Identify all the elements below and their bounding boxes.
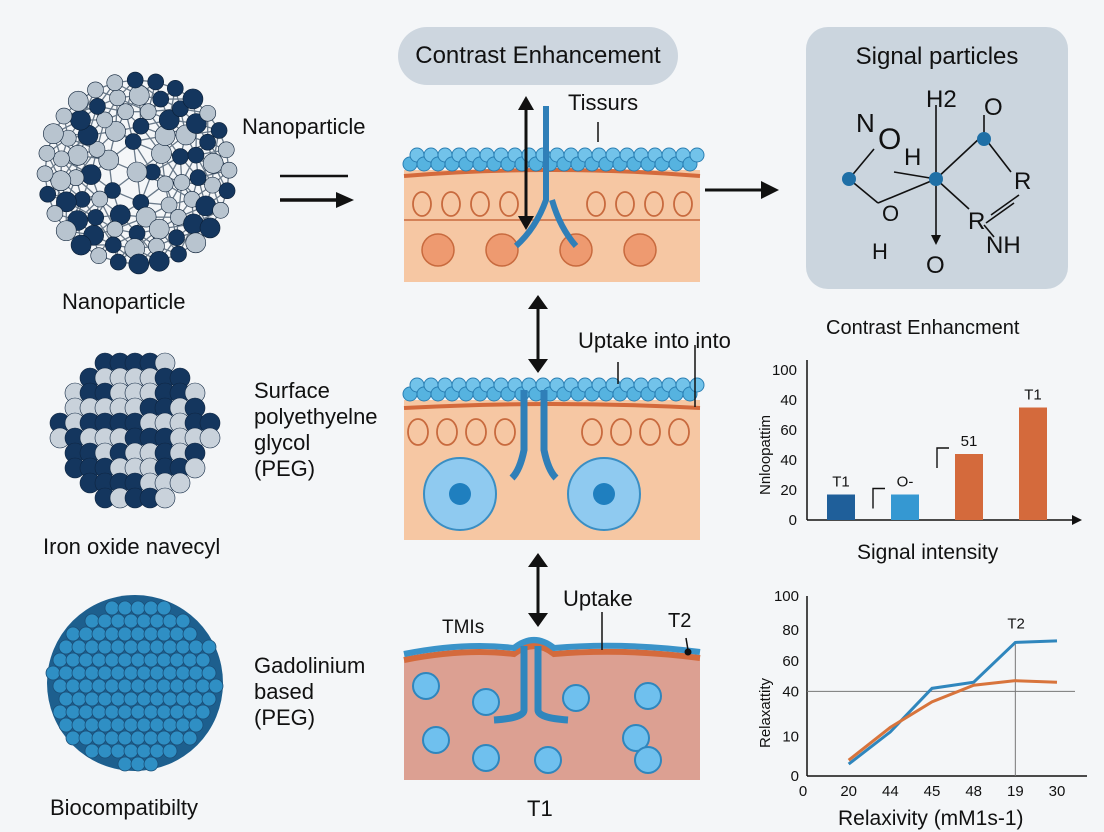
line-chart: 0 10 40 60 80 100 0 20 44 45 48 19 30 T2 Relaxattity bbox=[757, 588, 1087, 800]
line-x-tick: 44 bbox=[882, 783, 899, 800]
gadolinium-label: Gadolinium based (PEG) bbox=[254, 653, 365, 731]
gadolinium-label-line1: Gadolinium bbox=[254, 653, 366, 678]
gadolinium-particle bbox=[45, 595, 224, 772]
atom-label: O bbox=[878, 123, 901, 156]
line-y-tick: 10 bbox=[782, 728, 799, 745]
bar bbox=[827, 494, 855, 520]
tissue-panel-bottom bbox=[403, 612, 701, 780]
bar bbox=[891, 494, 919, 520]
atom-label: R bbox=[1014, 168, 1031, 195]
t2-annotation: T2 bbox=[1007, 615, 1025, 632]
bar-label: T1 bbox=[832, 474, 850, 491]
atom-label: O bbox=[882, 201, 899, 226]
atom-label: H2 bbox=[926, 86, 957, 113]
bracket-mark bbox=[936, 447, 949, 468]
line-y-tick: 0 bbox=[791, 768, 799, 785]
line-y-axis-label: Relaxattity bbox=[757, 677, 774, 748]
bar-y-tick: 100 bbox=[772, 362, 797, 379]
bar-y-tick: 0 bbox=[789, 512, 797, 529]
bar bbox=[955, 454, 983, 520]
right-arrow-icon bbox=[280, 174, 354, 208]
t2-label: T2 bbox=[668, 610, 692, 632]
line-x-tick: 30 bbox=[1049, 783, 1066, 800]
uptake-label: Uptake bbox=[563, 586, 633, 611]
contrast-enhancement-pill: Contrast Enhancement bbox=[398, 27, 678, 85]
line-series bbox=[847, 639, 1058, 766]
atom-label: R bbox=[968, 208, 985, 235]
atom-label: NH bbox=[986, 232, 1021, 259]
uptake-into-label: Uptake into into bbox=[578, 328, 731, 353]
nanoparticle-cage bbox=[36, 71, 238, 275]
surface-label-line1: Surface bbox=[254, 378, 330, 403]
line-x-tick: 19 bbox=[1007, 783, 1024, 800]
line-y-tick: 80 bbox=[782, 622, 799, 639]
line-x-tick: 45 bbox=[924, 783, 941, 800]
iron-oxide-particle bbox=[49, 352, 221, 509]
atom-label: H bbox=[872, 239, 888, 264]
atom-label: O bbox=[926, 252, 945, 279]
surface-label-line3: glycol bbox=[254, 430, 311, 455]
bar-y-tick: 40 bbox=[780, 392, 797, 409]
line-y-tick: 100 bbox=[774, 588, 799, 605]
signal-particles-box: Signal particles H2 O N O H R O R NH H O bbox=[806, 27, 1068, 289]
tissue-label: Tissurs bbox=[568, 90, 639, 115]
tissue-panel-middle bbox=[402, 362, 705, 540]
iron-oxide-caption: Iron oxide navecyl bbox=[43, 534, 221, 559]
tm-label: TMIs bbox=[442, 617, 485, 638]
gadolinium-label-line2: based bbox=[254, 679, 314, 704]
t1-bottom-label: T1 bbox=[527, 796, 553, 821]
surface-peg-label: Surface polyethyelne glycol (PEG) bbox=[254, 378, 378, 482]
bar-label: 51 bbox=[961, 433, 978, 450]
line-y-tick: 60 bbox=[782, 653, 799, 670]
bracket-mark bbox=[872, 487, 885, 509]
atom-label: O bbox=[984, 94, 1003, 121]
atom-label: H bbox=[904, 144, 921, 171]
line-x-tick: 0 bbox=[799, 783, 807, 800]
bar-label: T1 bbox=[1024, 387, 1042, 404]
bar-chart-x-label: Signal intensity bbox=[857, 541, 999, 564]
nanoparticle-caption: Nanoparticle bbox=[62, 289, 186, 314]
line-y-tick: 40 bbox=[782, 683, 799, 700]
bar-y-tick: 20 bbox=[780, 482, 797, 499]
line-chart-x-label: Relaxivity (mM1s-1) bbox=[838, 807, 1024, 830]
biocompatibility-caption: Biocompatibilty bbox=[50, 795, 198, 820]
tissue-panel-top bbox=[402, 96, 705, 282]
nanoparticle-side-label: Nanoparticle bbox=[242, 114, 366, 139]
line-series bbox=[847, 679, 1058, 762]
right-arrow-icon bbox=[705, 181, 779, 199]
bar-y-tick: 60 bbox=[780, 422, 797, 439]
atom-label: N bbox=[856, 108, 875, 138]
gadolinium-label-line3: (PEG) bbox=[254, 705, 316, 730]
molecule-diagram: H2 O N O H R O R NH H O bbox=[842, 86, 1031, 279]
divider-line bbox=[694, 345, 696, 407]
signal-particles-title: Signal particles bbox=[855, 43, 1019, 70]
bar-label: O- bbox=[897, 474, 914, 491]
bar bbox=[1019, 407, 1047, 520]
bar-y-axis-label: Nnloopattim bbox=[757, 415, 774, 495]
surface-label-line4: (PEG) bbox=[254, 456, 316, 481]
double-arrow-icon bbox=[528, 553, 548, 627]
pill-title: Contrast Enhancement bbox=[415, 42, 661, 69]
double-arrow-icon bbox=[528, 295, 548, 373]
bar-y-tick: 40 bbox=[780, 452, 797, 469]
line-x-tick: 48 bbox=[965, 783, 982, 800]
line-x-tick: 20 bbox=[840, 783, 857, 800]
surface-label-line2: polyethyelne bbox=[254, 404, 378, 429]
bar-chart-title: Contrast Enhancment bbox=[826, 317, 1020, 339]
